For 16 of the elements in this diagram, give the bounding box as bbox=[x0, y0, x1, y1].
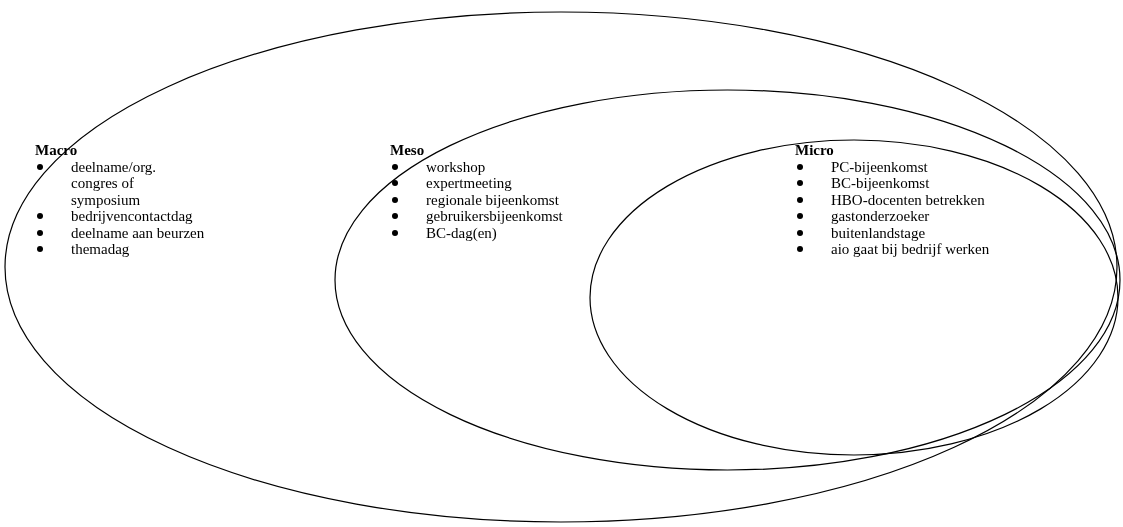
list-item-text: HBO-docenten betrekken bbox=[831, 191, 985, 208]
list-item-text: deelname aan beurzen bbox=[71, 224, 205, 241]
list-item-text: BC-bijeenkomst bbox=[831, 175, 930, 192]
list-item-text: BC-dag(en) bbox=[426, 224, 497, 241]
list-item-text: workshop bbox=[426, 158, 486, 175]
list-item-text: expertmeeting bbox=[426, 175, 512, 192]
list-item-text: gastonderzoeker bbox=[831, 208, 930, 225]
list-item-text: gebruikersbijeenkomst bbox=[426, 208, 563, 225]
list-item-text: aio gaat bij bedrijf werken bbox=[831, 241, 990, 258]
region-heading: Meso bbox=[390, 142, 425, 159]
region-heading: Micro bbox=[795, 142, 834, 159]
list-item-text: themadag bbox=[71, 241, 130, 258]
list-item-text: buitenlandstage bbox=[831, 224, 926, 241]
list-item-text: regionale bijeenkomst bbox=[426, 191, 559, 208]
list-item-text: bedrijvencontactdag bbox=[71, 208, 193, 225]
list-item-text: PC-bijeenkomst bbox=[831, 158, 928, 175]
